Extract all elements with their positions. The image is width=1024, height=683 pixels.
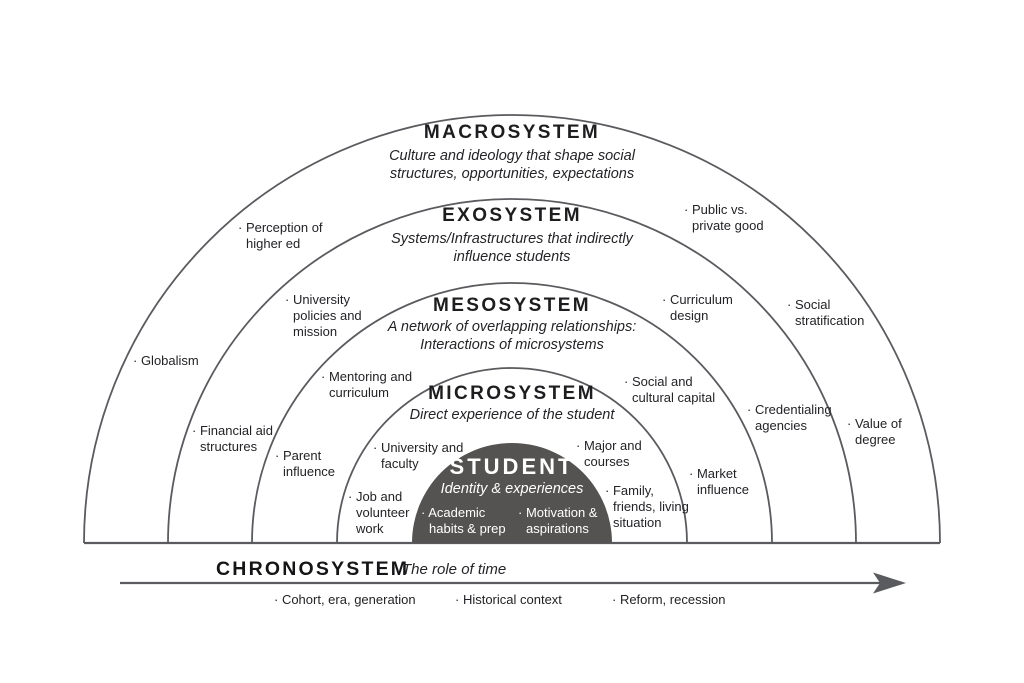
chronosystem-subtitle: The role of time: [402, 561, 507, 578]
exosystem-arc: [167, 198, 857, 544]
microsystem-subtitle: Direct experience of the student: [409, 407, 615, 423]
microsystem-arc: [336, 367, 688, 544]
label-financial-aid-structures: · Financial aid structures: [192, 423, 273, 454]
label-motivation-aspirations: · Motivation & aspirations: [518, 505, 598, 536]
exosystem-title: EXOSYSTEM: [442, 205, 582, 226]
microsystem-title: MICROSYSTEM: [428, 383, 596, 404]
arrow-head-icon: [873, 572, 906, 594]
label-major-courses: · Major and courses: [576, 438, 642, 469]
student-semicircle: [412, 443, 612, 543]
label-university-policies-mission: · University policies and mission: [285, 292, 362, 339]
label-social-stratification: · Social stratification: [787, 297, 865, 328]
student-subtitle: Identity & experiences: [440, 481, 584, 497]
macrosystem-title: MACROSYSTEM: [423, 122, 601, 143]
label-historical-context: · Historical context: [455, 592, 562, 607]
mesosystem-arc: [251, 282, 773, 544]
label-curriculum-design: · Curriculum design: [662, 292, 733, 323]
mesosystem-subtitle: A network of overlapping relationships: …: [387, 319, 637, 354]
label-family-friends-living: · Family, friends, living situation: [605, 483, 689, 530]
macrosystem-arc: [83, 114, 941, 544]
label-parent-influence: · Parent influence: [275, 448, 336, 479]
label-credentialing-agencies: · Credentialing agencies: [747, 402, 832, 433]
label-mentoring-curriculum: · Mentoring and curriculum: [321, 369, 413, 400]
label-market-influence: · Market influence: [689, 466, 750, 497]
label-perception-of-higher-ed: · Perception of higher ed: [238, 220, 323, 251]
label-job-volunteer-work: · Job and volunteer work: [348, 489, 410, 536]
label-public-vs-private-good: · Public vs. private good: [684, 202, 764, 233]
label-value-of-degree: · Value of degree: [847, 416, 902, 447]
student-title: STUDENT: [449, 454, 575, 479]
macrosystem-subtitle: Culture and ideology that shape social s…: [389, 148, 635, 183]
label-academic-habits: · Academic habits & prep: [421, 505, 506, 536]
label-social-cultural-capital: · Social and cultural capital: [624, 374, 716, 405]
label-reform-recession: · Reform, recession: [612, 592, 726, 607]
mesosystem-title: MESOSYSTEM: [432, 295, 592, 316]
label-globalism: · Globalism: [133, 353, 199, 368]
chronosystem-title: CHRONOSYSTEM: [216, 558, 410, 580]
exosystem-subtitle: Systems/Infrastructures that indirectly …: [391, 231, 633, 266]
label-cohort-era-generation: · Cohort, era, generation: [274, 592, 416, 607]
label-university-faculty: · University and faculty: [373, 440, 464, 471]
